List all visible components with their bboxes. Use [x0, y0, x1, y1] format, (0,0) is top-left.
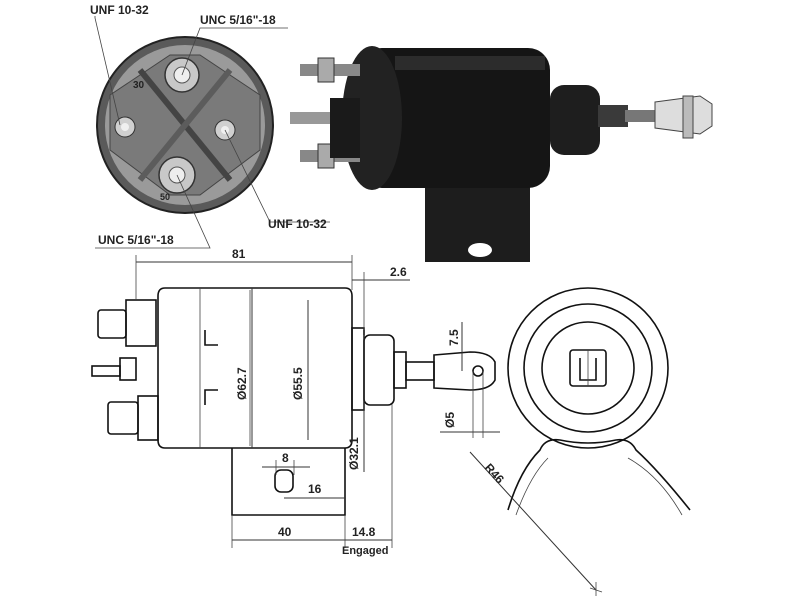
dim-pin-offset: 7.5 — [447, 329, 461, 346]
dim-bracket-radius: R46 — [482, 461, 507, 487]
dim-pin-diameter: Ø5 — [443, 412, 457, 428]
solenoid-side-photo — [290, 46, 713, 262]
terminal-mark-50: 50 — [160, 192, 170, 202]
side-view-drawing: 81 2.6 Ø62.7 Ø55.5 Ø32.1 7.5 Ø5 8 16 — [91, 247, 500, 557]
dim-diameter-nose: Ø32.1 — [347, 437, 361, 470]
dim-plunger-travel: 14.8 — [352, 525, 376, 539]
callout-bottom-left: UNC 5/16"-18 — [98, 233, 174, 247]
callout-top-left: UNF 10-32 — [90, 3, 149, 17]
label-engaged: Engaged — [342, 545, 388, 557]
leader-bottom-left — [95, 174, 211, 249]
dim-slot-width: 8 — [282, 451, 289, 465]
front-view-drawing: R46 — [469, 287, 691, 596]
dim-overall-length: 81 — [232, 247, 246, 261]
terminal-mark-30: 30 — [133, 80, 145, 91]
terminal-left-small — [114, 116, 136, 138]
leader-bottom-right — [224, 129, 330, 223]
terminal-end-photo: 30 50 UNF 10-32 UNC 5/16"-18 UNF 10-32 U… — [90, 3, 330, 249]
dim-slot-offset: 16 — [308, 482, 322, 496]
callout-top-center: UNC 5/16"-18 — [200, 13, 276, 27]
callout-bottom-right: UNF 10-32 — [268, 217, 327, 231]
dim-base-length: 40 — [278, 525, 292, 539]
dim-diameter-inner: Ø55.5 — [291, 367, 305, 400]
dim-diameter-outer: Ø62.7 — [235, 367, 249, 400]
leader-top-left — [94, 16, 121, 126]
dim-flange-gap: 2.6 — [390, 265, 407, 279]
leader-top-center — [181, 27, 288, 76]
